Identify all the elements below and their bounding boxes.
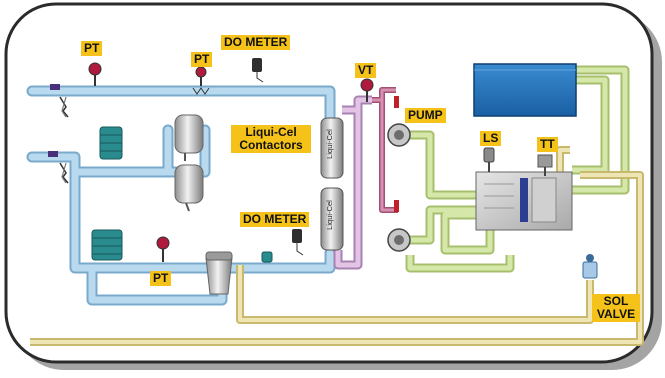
contactors-label: Liqui-Cel Contactors (231, 125, 311, 153)
filter-vessel-lower-icon (174, 164, 204, 212)
contactors-label-line2: Contactors (239, 138, 303, 152)
temperature-transmitter-icon (537, 154, 553, 176)
do-meter-top-icon (252, 58, 264, 83)
pump-label: PUMP (405, 108, 446, 123)
liqui-cel-contactor-upper-icon: Liqui-Cel (320, 117, 344, 179)
level-switch-label: LS (480, 131, 502, 146)
pressure-gauge-top-mid-icon (192, 66, 210, 95)
water-pipes (26, 85, 336, 306)
circulation-pipes (30, 65, 644, 346)
liqui-cel-contactor-lower-icon: Liqui-Cel (320, 187, 344, 251)
temperature-transmitter-label: TT (537, 137, 558, 152)
sol-valve-label-line2: VALVE (596, 307, 636, 321)
vacuum-pump-upper-icon (387, 96, 411, 147)
pressure-gauge-bottom-icon (156, 236, 170, 262)
process-unit-icon (475, 171, 573, 231)
pressure-transmitter-label: PT (191, 52, 213, 67)
level-switch-icon (483, 147, 495, 172)
contactor-brand-upper: Liqui-Cel (325, 129, 334, 159)
feed-pump-lower-icon (91, 229, 123, 261)
flow-meter-icon (261, 251, 273, 263)
pressure-gauge-top-left-icon (88, 62, 102, 86)
contactor-brand-lower: Liqui-Cel (325, 200, 334, 230)
do-meter-bottom-icon (292, 229, 304, 256)
pressure-transmitter-label: PT (81, 41, 103, 56)
vacuum-pump-lower-icon (387, 200, 411, 252)
feed-pump-upper-icon (99, 126, 123, 160)
inlet-valve-bottom-icon (48, 151, 69, 184)
solenoid-valve-icon (582, 254, 598, 279)
contactors-label-line1: Liqui-Cel (245, 125, 297, 139)
do-meter-label: DO METER (240, 212, 310, 227)
pressure-transmitter-label: PT (150, 271, 172, 286)
inlet-valve-top-icon (50, 84, 69, 118)
vacuum-transmitter-icon (360, 78, 374, 102)
solenoid-valve-label: SOL VALVE (592, 294, 640, 322)
do-meter-label: DO METER (221, 35, 291, 50)
filter-vessel-upper-icon (174, 114, 204, 161)
sol-valve-label-line1: SOL (603, 294, 629, 308)
prefilter-vessel-icon (205, 251, 233, 295)
storage-tank-icon (473, 63, 577, 117)
vacuum-transmitter-label: VT (355, 63, 377, 78)
